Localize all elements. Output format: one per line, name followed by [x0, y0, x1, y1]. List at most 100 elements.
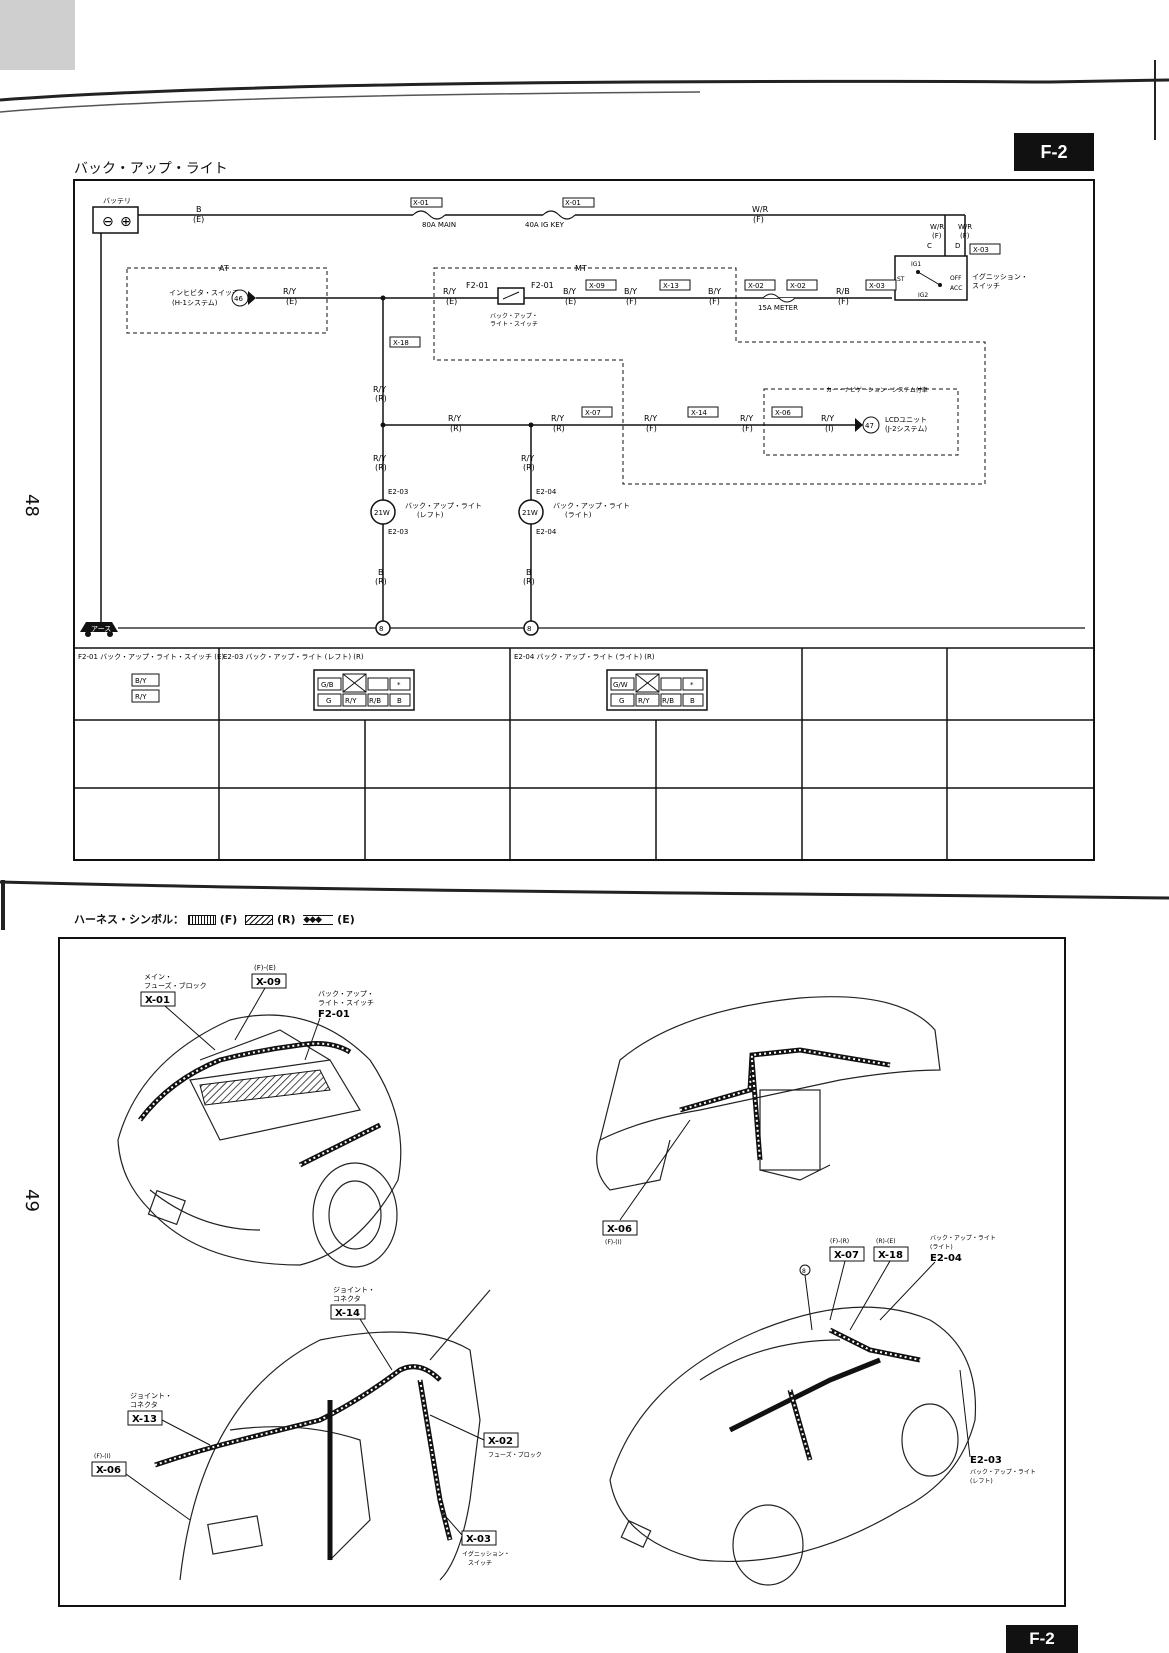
svg-text:ライト・スイッチ: ライト・スイッチ — [490, 321, 538, 328]
mt-wiring: R/Y (E) F2-01 バック・アップ・ ライト・スイッチ F2-01 B/… — [383, 279, 897, 328]
svg-text:X-07: X-07 — [834, 1250, 859, 1261]
legend-f-swatch — [187, 915, 216, 925]
svg-text:X-02: X-02 — [748, 282, 764, 290]
svg-text:E2-04 バック・アップ・ライト (ライト) (R): E2-04 バック・アップ・ライト (ライト) (R) — [514, 653, 655, 661]
svg-text:X-18: X-18 — [878, 1250, 903, 1261]
svg-text:LCDユニット: LCDユニット — [885, 416, 927, 424]
svg-text:40A IG KEY: 40A IG KEY — [525, 221, 565, 229]
riser-wiring: X-18 R/Y (R) R/Y (R) R/Y (R) X-07 R/Y (F… — [373, 295, 855, 628]
svg-text:R/Y: R/Y — [551, 414, 564, 423]
rear-labels: (F)-(R) X-07 (R)-(E) X-18 バック・アップ・ライト (ラ… — [799, 1235, 1036, 1485]
svg-text:R/Y: R/Y — [448, 414, 461, 423]
scan-artifacts — [0, 0, 1169, 930]
svg-text:(R)-(E): (R)-(E) — [876, 1238, 896, 1245]
svg-text:B: B — [526, 568, 532, 577]
dashboard-illustration — [596, 996, 941, 1191]
svg-text:(F): (F) — [646, 424, 657, 433]
svg-text:ST: ST — [897, 276, 905, 283]
ground-symbol: アース — [80, 622, 118, 637]
rear-illustration — [609, 1306, 977, 1586]
svg-text:MT: MT — [575, 264, 587, 273]
svg-text:21W: 21W — [522, 509, 538, 517]
svg-text:(F)-(I): (F)-(I) — [605, 1239, 622, 1246]
svg-text:G/B: G/B — [321, 681, 334, 689]
svg-text:B: B — [690, 697, 695, 705]
svg-text:E2-04: E2-04 — [536, 528, 557, 536]
legend-e-swatch: ◆◆◆ — [303, 915, 334, 925]
svg-text:C: C — [927, 242, 932, 250]
ground-label: アース — [91, 625, 111, 633]
svg-text:R/Y: R/Y — [740, 414, 753, 423]
svg-text:B/Y: B/Y — [708, 287, 721, 296]
svg-text:メイン・: メイン・ — [144, 973, 172, 981]
svg-text:(F): (F) — [626, 297, 637, 306]
svg-text:インヒビタ・スイッチ: インヒビタ・スイッチ — [169, 288, 239, 297]
svg-text:F2-01: F2-01 — [531, 281, 554, 290]
svg-text:R/Y: R/Y — [644, 414, 657, 423]
svg-text:R/Y: R/Y — [638, 697, 650, 705]
svg-text:(F): (F) — [709, 297, 720, 306]
svg-text:(レフト): (レフト) — [970, 1478, 993, 1485]
svg-text:E2-03 バック・アップ・ライト (レフト) (R): E2-03 バック・アップ・ライト (レフト) (R) — [223, 653, 364, 661]
svg-text:B: B — [196, 205, 202, 214]
svg-text:(F): (F) — [753, 215, 764, 224]
svg-text:ライト・スイッチ: ライト・スイッチ — [318, 999, 374, 1007]
svg-text:カー・ナビゲーション・システム付車: カー・ナビゲーション・システム付車 — [826, 386, 928, 394]
svg-text:(R): (R) — [375, 577, 387, 586]
svg-text:イグニッション・: イグニッション・ — [972, 272, 1028, 281]
legend-r-swatch — [245, 915, 274, 925]
svg-text:IG1: IG1 — [911, 261, 921, 268]
harness-frame — [58, 937, 1066, 1607]
harness-legend-label: ハーネス・シンボル： — [74, 913, 184, 926]
svg-text:B: B — [378, 568, 384, 577]
engine-harness — [138, 1041, 382, 1168]
svg-text:8: 8 — [527, 625, 531, 633]
svg-text:21W: 21W — [374, 509, 390, 517]
svg-text:バック・アップ・: バック・アップ・ — [490, 313, 538, 320]
svg-text:F2-01: F2-01 — [318, 1009, 350, 1020]
svg-text:X-03: X-03 — [466, 1534, 491, 1545]
svg-text:(E): (E) — [446, 297, 457, 306]
svg-text:ジョイント・: ジョイント・ — [130, 1392, 172, 1400]
svg-text:G: G — [619, 697, 624, 705]
ignition-switch: W/R (F) W/R (F) C D X-03 IG1 ST OFF ACC … — [894, 214, 1028, 301]
svg-text:(R): (R) — [375, 394, 387, 403]
svg-text:W/R: W/R — [930, 223, 944, 231]
svg-text:R/Y: R/Y — [821, 414, 834, 423]
svg-text:(E): (E) — [565, 297, 576, 306]
svg-text:G: G — [326, 697, 331, 705]
engine-bay-illustration — [117, 1014, 402, 1268]
svg-text:(I): (I) — [825, 424, 834, 433]
svg-text:⊖: ⊖ — [102, 214, 114, 230]
svg-text:(H-1システム): (H-1システム) — [172, 299, 218, 307]
harness-legend: ハーネス・シンボル： (F) (R) ◆◆◆ (E) — [74, 911, 355, 927]
svg-text:D: D — [955, 242, 960, 250]
svg-text:(ライト): (ライト) — [565, 511, 592, 519]
svg-text:(R): (R) — [450, 424, 462, 433]
svg-text:(F)-(I): (F)-(I) — [94, 1453, 111, 1460]
battery: ⊖ ⊕ バッテリ — [92, 197, 139, 234]
svg-text:(F): (F) — [742, 424, 753, 433]
svg-text:(R): (R) — [523, 463, 535, 472]
navi-box: カー・ナビゲーション・システム付車 X-06 R/Y (I) 47 LCDユニッ… — [763, 386, 959, 456]
svg-text:コネクタ: コネクタ — [333, 1294, 361, 1303]
page-title: バック・アップ・ライト — [74, 161, 228, 177]
svg-text:X-01: X-01 — [565, 199, 581, 207]
svg-text:(R): (R) — [553, 424, 565, 433]
svg-text:コネクタ: コネクタ — [130, 1400, 158, 1409]
fuse-80a-main: X-01 80A MAIN — [410, 197, 456, 229]
svg-text:OFF: OFF — [950, 275, 962, 282]
svg-text:⊕: ⊕ — [120, 214, 132, 230]
svg-text:X-01: X-01 — [145, 995, 170, 1006]
svg-text:バック・アップ・: バック・アップ・ — [318, 990, 374, 998]
svg-text:(E): (E) — [286, 297, 297, 306]
svg-text:ACC: ACC — [950, 285, 962, 292]
svg-text:B: B — [397, 697, 402, 705]
svg-text:バック・アップ・ライト: バック・アップ・ライト — [553, 502, 630, 510]
svg-text:X-14: X-14 — [691, 409, 707, 417]
svg-text:(ライト): (ライト) — [930, 1244, 953, 1251]
svg-text:R/Y: R/Y — [345, 697, 357, 705]
connector-e2-03: E2-03 バック・アップ・ライト (レフト) (R) G/B * G R/Y … — [223, 653, 415, 711]
svg-text:B/Y: B/Y — [563, 287, 576, 296]
svg-text:R/Y: R/Y — [135, 693, 147, 701]
